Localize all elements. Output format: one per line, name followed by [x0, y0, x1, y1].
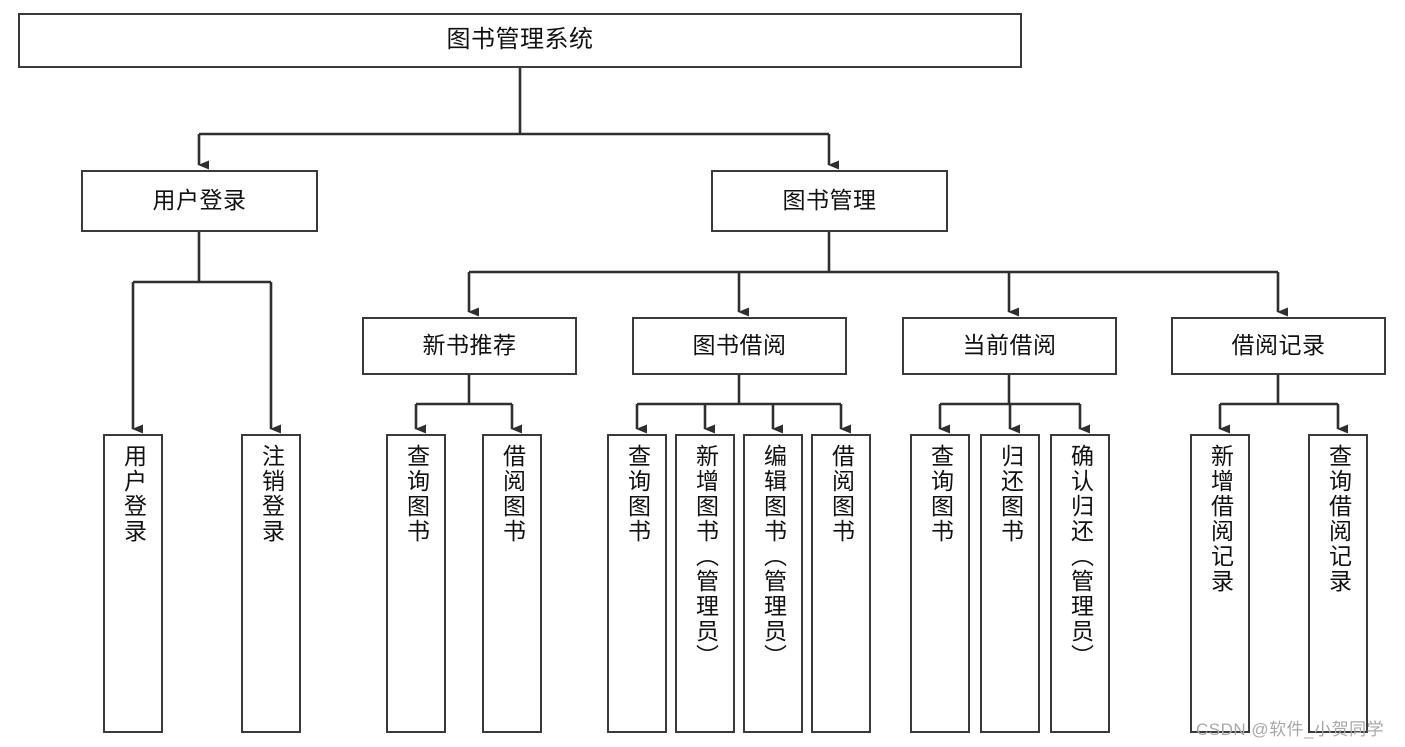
node-leaf-confirm-return-admin-label: 确认归还（管理员）: [1067, 444, 1094, 669]
node-new-book-recommend-label: 新书推荐: [422, 332, 517, 359]
node-leaf-borrow-book-2-label: 借阅图书: [828, 444, 855, 544]
node-leaf-add-book-admin[interactable]: 新增图书（管理员）: [675, 434, 735, 733]
node-leaf-add-borrow-record[interactable]: 新增借阅记录: [1190, 434, 1250, 733]
node-leaf-logout-login[interactable]: 注销登录: [241, 434, 301, 733]
node-leaf-query-book-1[interactable]: 查询图书: [386, 434, 446, 733]
node-user-login[interactable]: 用户登录: [81, 170, 318, 232]
node-borrow-record-label: 借阅记录: [1231, 332, 1326, 359]
node-leaf-query-borrow-record-label: 查询借阅记录: [1325, 444, 1352, 594]
node-current-borrow-label: 当前借阅: [962, 332, 1057, 359]
node-user-login-label: 用户登录: [152, 187, 247, 214]
node-borrow-record[interactable]: 借阅记录: [1171, 317, 1386, 375]
node-leaf-query-book-3[interactable]: 查询图书: [910, 434, 970, 733]
node-leaf-logout-login-label: 注销登录: [258, 444, 285, 544]
node-leaf-user-login[interactable]: 用户登录: [103, 434, 163, 733]
node-leaf-query-borrow-record[interactable]: 查询借阅记录: [1308, 434, 1368, 733]
node-leaf-query-book-1-label: 查询图书: [403, 444, 430, 544]
node-book-borrow-label: 图书借阅: [692, 332, 787, 359]
node-leaf-add-book-admin-label: 新增图书（管理员）: [692, 444, 719, 669]
node-book-manage[interactable]: 图书管理: [711, 170, 948, 232]
node-book-borrow[interactable]: 图书借阅: [632, 317, 847, 375]
node-leaf-return-book-label: 归还图书: [997, 444, 1024, 544]
node-new-book-recommend[interactable]: 新书推荐: [362, 317, 577, 375]
node-leaf-borrow-book-2[interactable]: 借阅图书: [811, 434, 871, 733]
node-book-manage-label: 图书管理: [782, 187, 877, 214]
node-root[interactable]: 图书管理系统: [18, 13, 1022, 68]
node-leaf-user-login-label: 用户登录: [120, 444, 147, 544]
node-leaf-edit-book-admin-label: 编辑图书（管理员）: [760, 444, 787, 669]
node-root-label: 图书管理系统: [446, 26, 594, 54]
node-leaf-borrow-book-1[interactable]: 借阅图书: [482, 434, 542, 733]
node-leaf-return-book[interactable]: 归还图书: [980, 434, 1040, 733]
node-leaf-query-book-2-label: 查询图书: [624, 444, 651, 544]
node-leaf-query-book-2[interactable]: 查询图书: [607, 434, 667, 733]
node-current-borrow[interactable]: 当前借阅: [902, 317, 1117, 375]
node-leaf-query-book-3-label: 查询图书: [927, 444, 954, 544]
node-leaf-confirm-return-admin[interactable]: 确认归还（管理员）: [1050, 434, 1110, 733]
node-leaf-borrow-book-1-label: 借阅图书: [499, 444, 526, 544]
node-leaf-add-borrow-record-label: 新增借阅记录: [1207, 444, 1234, 594]
node-leaf-edit-book-admin[interactable]: 编辑图书（管理员）: [743, 434, 803, 733]
csdn-watermark: CSDN @软件_小贺同学: [1196, 720, 1385, 739]
